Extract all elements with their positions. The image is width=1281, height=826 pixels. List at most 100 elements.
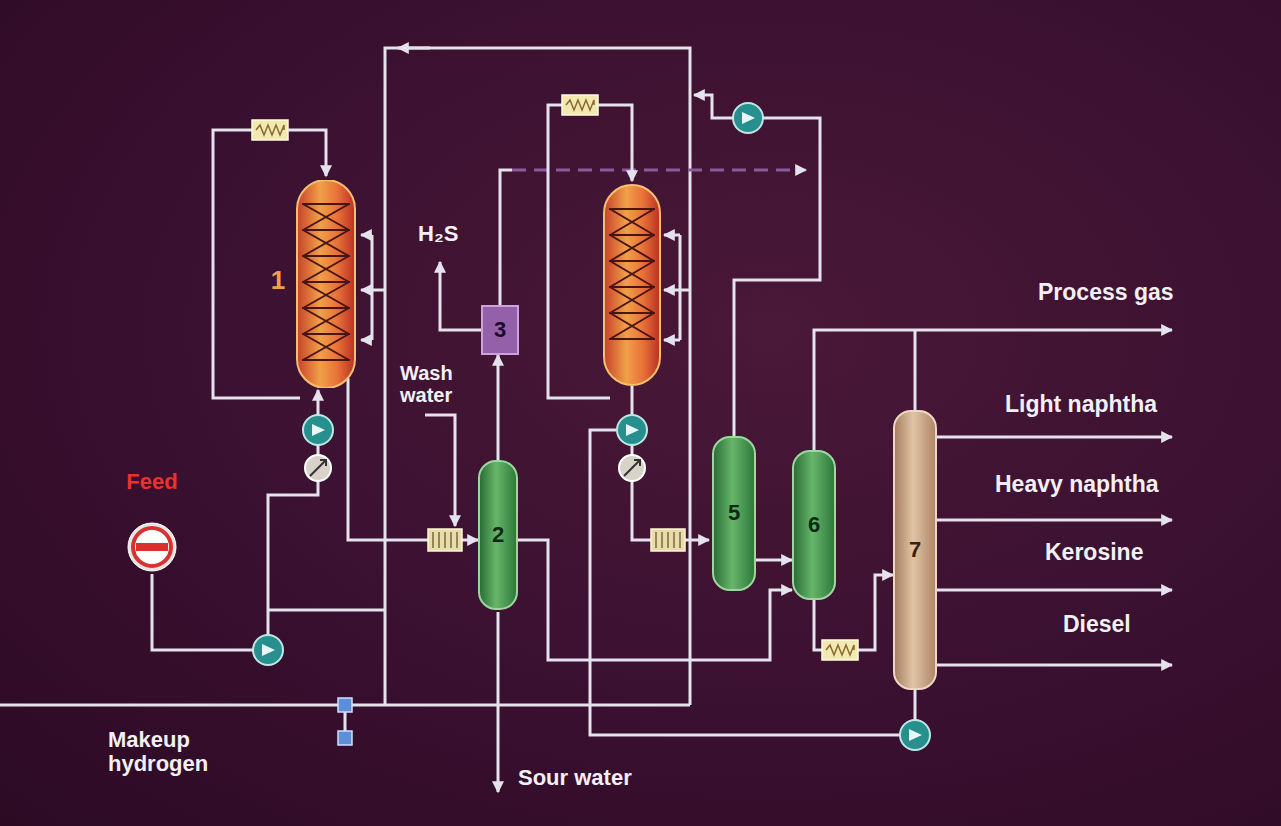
reactor-shell xyxy=(604,185,660,385)
separator-vessel: 5 xyxy=(712,436,756,591)
stream-label: Kerosine xyxy=(1045,540,1143,565)
pipe xyxy=(814,330,1172,450)
pump-body xyxy=(617,415,647,445)
heater-body xyxy=(822,640,858,660)
pipe xyxy=(288,130,326,176)
pump-symbol xyxy=(253,635,283,665)
pump-symbol xyxy=(303,415,333,445)
pipe xyxy=(937,519,1172,522)
pipe xyxy=(361,289,372,292)
pipe xyxy=(734,118,820,436)
heater-body xyxy=(252,120,288,140)
cooler-fins xyxy=(656,532,680,548)
pump-body xyxy=(900,720,930,750)
pipe xyxy=(694,95,733,118)
pipe xyxy=(664,289,680,292)
heat-exchanger-symbol xyxy=(619,455,645,481)
stream-label: Makeup hydrogen xyxy=(108,728,258,776)
pipe xyxy=(497,612,500,792)
pipe xyxy=(385,48,690,705)
stream-label: Sour water xyxy=(518,766,632,790)
node-label: 6 xyxy=(808,513,820,537)
node-label: 3 xyxy=(494,318,506,342)
pipe xyxy=(914,330,917,410)
amine-scrubber: 3 xyxy=(481,305,519,355)
pump-body xyxy=(303,415,333,445)
pipe xyxy=(937,436,1172,439)
pump-symbol xyxy=(900,720,930,750)
heater-coil xyxy=(566,100,594,110)
pipe xyxy=(664,234,680,237)
heater-coil xyxy=(826,645,854,655)
pump-symbol xyxy=(617,415,647,445)
pipe xyxy=(914,690,917,720)
exchanger-arrow xyxy=(310,460,326,476)
pipe xyxy=(371,235,374,340)
tank-ring xyxy=(128,523,176,571)
pipe xyxy=(598,105,632,181)
node-label: 2 xyxy=(492,523,504,547)
pump-body xyxy=(253,635,283,665)
pipe xyxy=(937,589,1172,592)
reactor-shell xyxy=(297,180,355,388)
process-line xyxy=(497,355,500,460)
cooler-symbol xyxy=(428,529,462,551)
pump-body xyxy=(733,103,763,133)
catalyst-bed xyxy=(609,209,655,339)
pipe xyxy=(372,289,385,292)
pipe xyxy=(213,130,300,398)
reactor-vessel: 1 xyxy=(262,180,358,388)
pump-impeller xyxy=(626,424,639,436)
pump-impeller xyxy=(312,424,325,436)
node-label: 5 xyxy=(728,501,740,525)
pump-symbol xyxy=(733,103,763,133)
exchanger-arrow xyxy=(624,460,640,476)
process-line xyxy=(756,559,792,562)
pipe xyxy=(512,169,806,172)
cooler-body xyxy=(428,529,462,551)
pump-impeller xyxy=(742,112,755,124)
stream-label: H₂S xyxy=(418,222,458,246)
pipe xyxy=(361,234,372,237)
pipe xyxy=(679,235,682,340)
node-label: 7 xyxy=(909,538,921,562)
feed-tank-symbol xyxy=(127,522,177,572)
pipe xyxy=(440,262,481,330)
cooler-body xyxy=(651,529,685,551)
pipe xyxy=(361,339,372,342)
tank-inner xyxy=(133,528,171,566)
pump-impeller xyxy=(909,729,922,741)
heater-coil xyxy=(256,125,284,135)
stream-label: Heavy naphtha xyxy=(995,472,1159,497)
stripper-vessel: 6 xyxy=(792,450,836,600)
node-label: 1 xyxy=(262,266,294,295)
stream-label: Wash water xyxy=(400,362,470,406)
pipe xyxy=(937,664,1172,667)
heater-symbol xyxy=(252,120,288,140)
stream-label: Process gas xyxy=(1038,280,1174,305)
pump-impeller xyxy=(262,644,275,656)
valve-symbol xyxy=(338,698,352,712)
stream-label: Light naphtha xyxy=(1005,392,1157,417)
exchanger-body xyxy=(305,455,331,481)
node-label: Feed xyxy=(118,470,186,494)
pipe xyxy=(664,339,680,342)
pipe xyxy=(344,712,347,731)
exchanger-body xyxy=(619,455,645,481)
separator-vessel: 2 xyxy=(478,460,518,610)
valve-symbol xyxy=(338,731,352,745)
pipe xyxy=(268,609,385,612)
pipe xyxy=(500,170,512,305)
pipe xyxy=(590,430,900,735)
pipe xyxy=(398,47,430,50)
heater-symbol xyxy=(562,95,598,115)
cooler-fins xyxy=(433,532,457,548)
heater-symbol xyxy=(822,640,858,660)
fractionator-column: 7 xyxy=(893,410,937,690)
tank-band xyxy=(136,543,168,551)
heat-exchanger-symbol xyxy=(305,455,331,481)
pipe xyxy=(548,105,610,398)
feed-tank: Feed xyxy=(118,470,186,574)
cooler-symbol xyxy=(651,529,685,551)
pipe xyxy=(425,415,455,526)
